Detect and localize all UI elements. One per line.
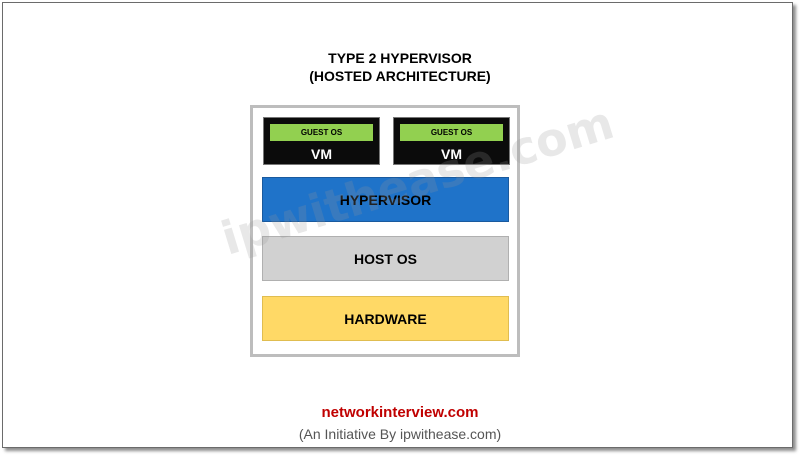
vm-label-2: VM [441, 146, 462, 162]
hypervisor-layer: HYPERVISOR [262, 177, 509, 222]
vm-label-1: VM [311, 146, 332, 162]
initiative-text: (An Initiative By ipwithease.com) [298, 426, 502, 442]
guest-os-label-1: GUEST OS [270, 124, 373, 141]
diagram-title-line1: TYPE 2 HYPERVISOR [328, 50, 472, 66]
host-os-layer: HOST OS [262, 236, 509, 281]
vm-block-1: GUEST OS VM [263, 117, 380, 165]
site-name: networkinterview.com [321, 404, 479, 421]
guest-os-label-2: GUEST OS [400, 124, 503, 141]
diagram-title-line2: (HOSTED ARCHITECTURE) [309, 68, 491, 84]
vm-block-2: GUEST OS VM [393, 117, 510, 165]
hardware-layer: HARDWARE [262, 296, 509, 341]
